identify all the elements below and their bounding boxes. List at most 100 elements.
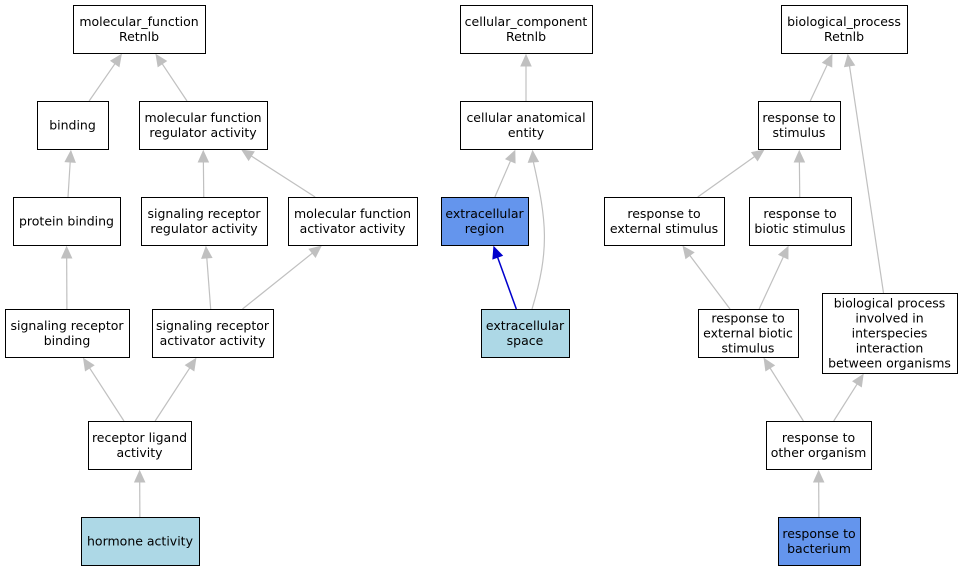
node-label-line: stimulus — [722, 341, 775, 356]
node-label-line: between organisms — [828, 356, 951, 371]
node-box — [766, 421, 872, 470]
node-label-line: other organism — [771, 445, 867, 460]
node-label-line: molecular function — [144, 110, 261, 125]
node-label-line: interaction — [856, 341, 924, 356]
edge-receptor_ligand-to-sr_activator — [154, 357, 197, 422]
node-label-line: bacterium — [787, 541, 851, 556]
node-box — [460, 101, 593, 150]
node-label-line: activator activity — [160, 333, 266, 348]
edge-response_biotic-to-response_stimulus — [793, 149, 806, 198]
node-box — [460, 5, 593, 54]
edge-sr_activator-to-sr_regulator — [201, 245, 213, 310]
node-label-line: Retnlb — [506, 29, 546, 44]
node-box — [139, 101, 268, 150]
node-binding[interactable]: binding — [37, 101, 109, 150]
node-box — [481, 309, 570, 358]
node-hormone-activity[interactable]: hormone activity — [81, 517, 200, 566]
node-box — [81, 517, 200, 566]
node-label-line: signaling receptor — [147, 206, 261, 221]
node-protein-binding[interactable]: protein binding — [13, 197, 121, 246]
node-label-line: activator activity — [300, 221, 406, 236]
node-label-line: biotic stimulus — [754, 221, 845, 236]
node-label-line: regulator activity — [149, 125, 257, 140]
node-label-line: extracellular — [486, 318, 565, 333]
node-box — [141, 197, 268, 246]
edge-binding-to-mf_root — [88, 53, 122, 102]
edges-layer — [60, 53, 885, 518]
edge-receptor_ligand-to-sr_binding — [82, 357, 125, 422]
node-label-line: response to — [782, 430, 855, 445]
node-box — [152, 309, 274, 358]
node-box — [698, 309, 799, 358]
node-label-line: interspecies — [852, 326, 928, 341]
edge-hormone_activity-to-receptor_ligand — [133, 469, 146, 518]
node-box — [37, 101, 109, 150]
node-label-line: response to — [763, 206, 836, 221]
edge-mf_regulator-to-mf_root — [155, 53, 188, 102]
node-label-line: signaling receptor — [156, 318, 270, 333]
node-label-line: molecular function — [294, 206, 411, 221]
edge-mf_activator-to-mf_regulator — [241, 149, 316, 198]
node-label-line: regulator activity — [150, 221, 258, 236]
node-box — [749, 197, 852, 246]
edge-extracellular_space-to-extracellular_region — [492, 245, 518, 310]
node-label-line: extracellular — [445, 206, 524, 221]
edge-sr_binding-to-protein_binding — [60, 245, 73, 310]
edge-extracellular_space-to-cell_anat_entity — [527, 149, 546, 310]
edge-response_stimulus-to-bp_root — [809, 53, 833, 102]
node-label-line: molecular_function — [79, 14, 198, 29]
node-box — [88, 421, 192, 470]
node-label-line: response to — [711, 311, 784, 326]
node-label-line: involved in — [855, 311, 923, 326]
edge-response_external-to-response_stimulus — [697, 149, 765, 198]
node-label-line: Retnlb — [824, 29, 864, 44]
edge-response_bacterium-to-response_other_org — [812, 469, 825, 518]
node-label-line: region — [465, 221, 505, 236]
node-label-line: signaling receptor — [10, 318, 124, 333]
node-label-line: protein binding — [19, 214, 114, 229]
node-box — [758, 101, 841, 150]
node-box — [13, 197, 121, 246]
node-box — [781, 5, 908, 54]
node-label-line: response to — [627, 206, 700, 221]
edge-response_other_org-to-bp_interspecies — [833, 373, 864, 422]
node-label-line: hormone activity — [87, 534, 194, 549]
node-label-line: external stimulus — [610, 221, 718, 236]
edge-response_ext_biotic-to-response_external — [682, 245, 731, 310]
edge-cell_anat_entity-to-cc_root — [520, 53, 532, 101]
node-label-line: biological_process — [787, 14, 901, 29]
node-box — [73, 5, 206, 54]
node-label-line: external biotic — [703, 326, 793, 341]
edge-response_other_org-to-response_ext_biotic — [763, 357, 804, 422]
node-label-line: receptor ligand — [92, 430, 187, 445]
node-box — [778, 517, 861, 566]
node-label-line: space — [507, 333, 544, 348]
node-label-line: stimulus — [773, 125, 826, 140]
edge-response_ext_biotic-to-response_biotic — [758, 245, 789, 310]
node-label-line: response to — [782, 526, 855, 541]
node-label-line: response to — [762, 110, 835, 125]
edge-extracellular_region-to-cell_anat_entity — [494, 149, 516, 198]
node-label-line: activity — [116, 445, 163, 460]
